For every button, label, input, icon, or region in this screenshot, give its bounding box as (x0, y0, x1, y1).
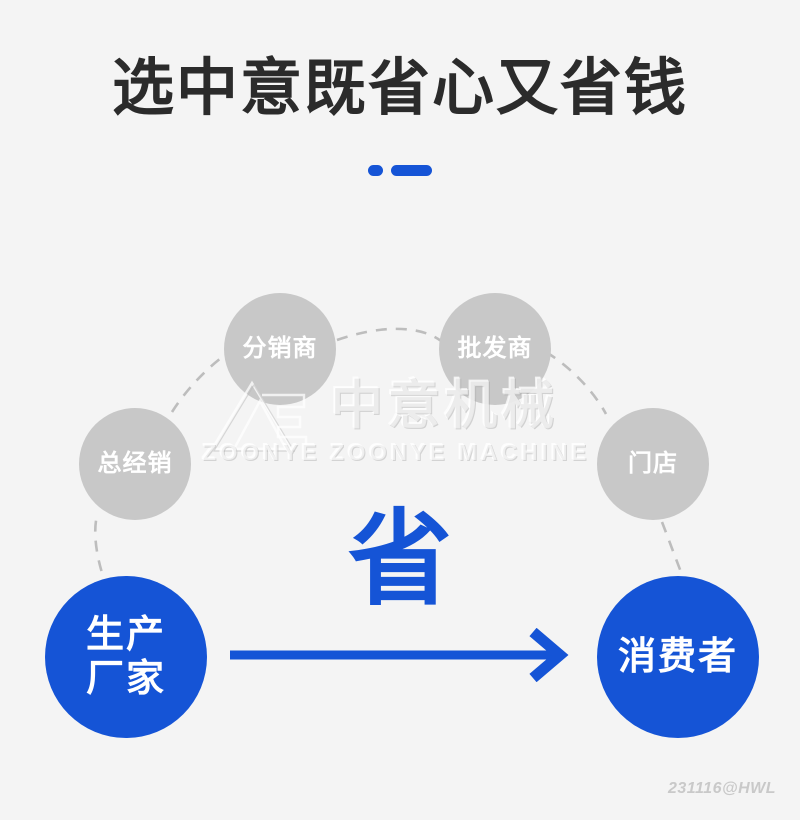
page-title: 选中意既省心又省钱 (111, 54, 688, 123)
connector-fenxiaoshang-to-pifashang (336, 327, 442, 343)
connector-mendian-to-consumer (660, 521, 692, 595)
factory-to-consumer-arrow-icon (230, 628, 569, 682)
divider-bar-icon (391, 164, 432, 176)
connector-zongjingxiao-to-fenxiaoshang (170, 348, 233, 413)
node-mendian[interactable]: 门店 (597, 408, 709, 520)
node-pifashang-label: 批发商 (457, 335, 533, 362)
node-factory-label-line2: 厂家 (85, 658, 166, 700)
credit-text: 231116@HWL (667, 780, 776, 797)
divider-dot-icon (368, 164, 383, 176)
connector-pifashang-to-mendian (545, 350, 608, 415)
save-highlight-character: 省 (347, 502, 452, 618)
node-factory-label-line1: 生产 (85, 614, 166, 656)
node-zongjingxiao-label: 总经销 (97, 450, 173, 477)
node-consumer[interactable]: 消费者 (597, 576, 759, 738)
title-divider (0, 160, 800, 180)
node-fenxiaoshang-label: 分销商 (242, 335, 318, 362)
node-zongjingxiao[interactable]: 总经销 (79, 408, 191, 520)
node-factory-label: 生产 厂家 (86, 613, 166, 701)
node-consumer-label: 消费者 (617, 636, 738, 678)
node-mendian-label: 门店 (628, 450, 678, 477)
node-pifashang[interactable]: 批发商 (439, 293, 551, 405)
node-factory[interactable]: 生产 厂家 (45, 576, 207, 738)
node-fenxiaoshang[interactable]: 分销商 (224, 293, 336, 405)
